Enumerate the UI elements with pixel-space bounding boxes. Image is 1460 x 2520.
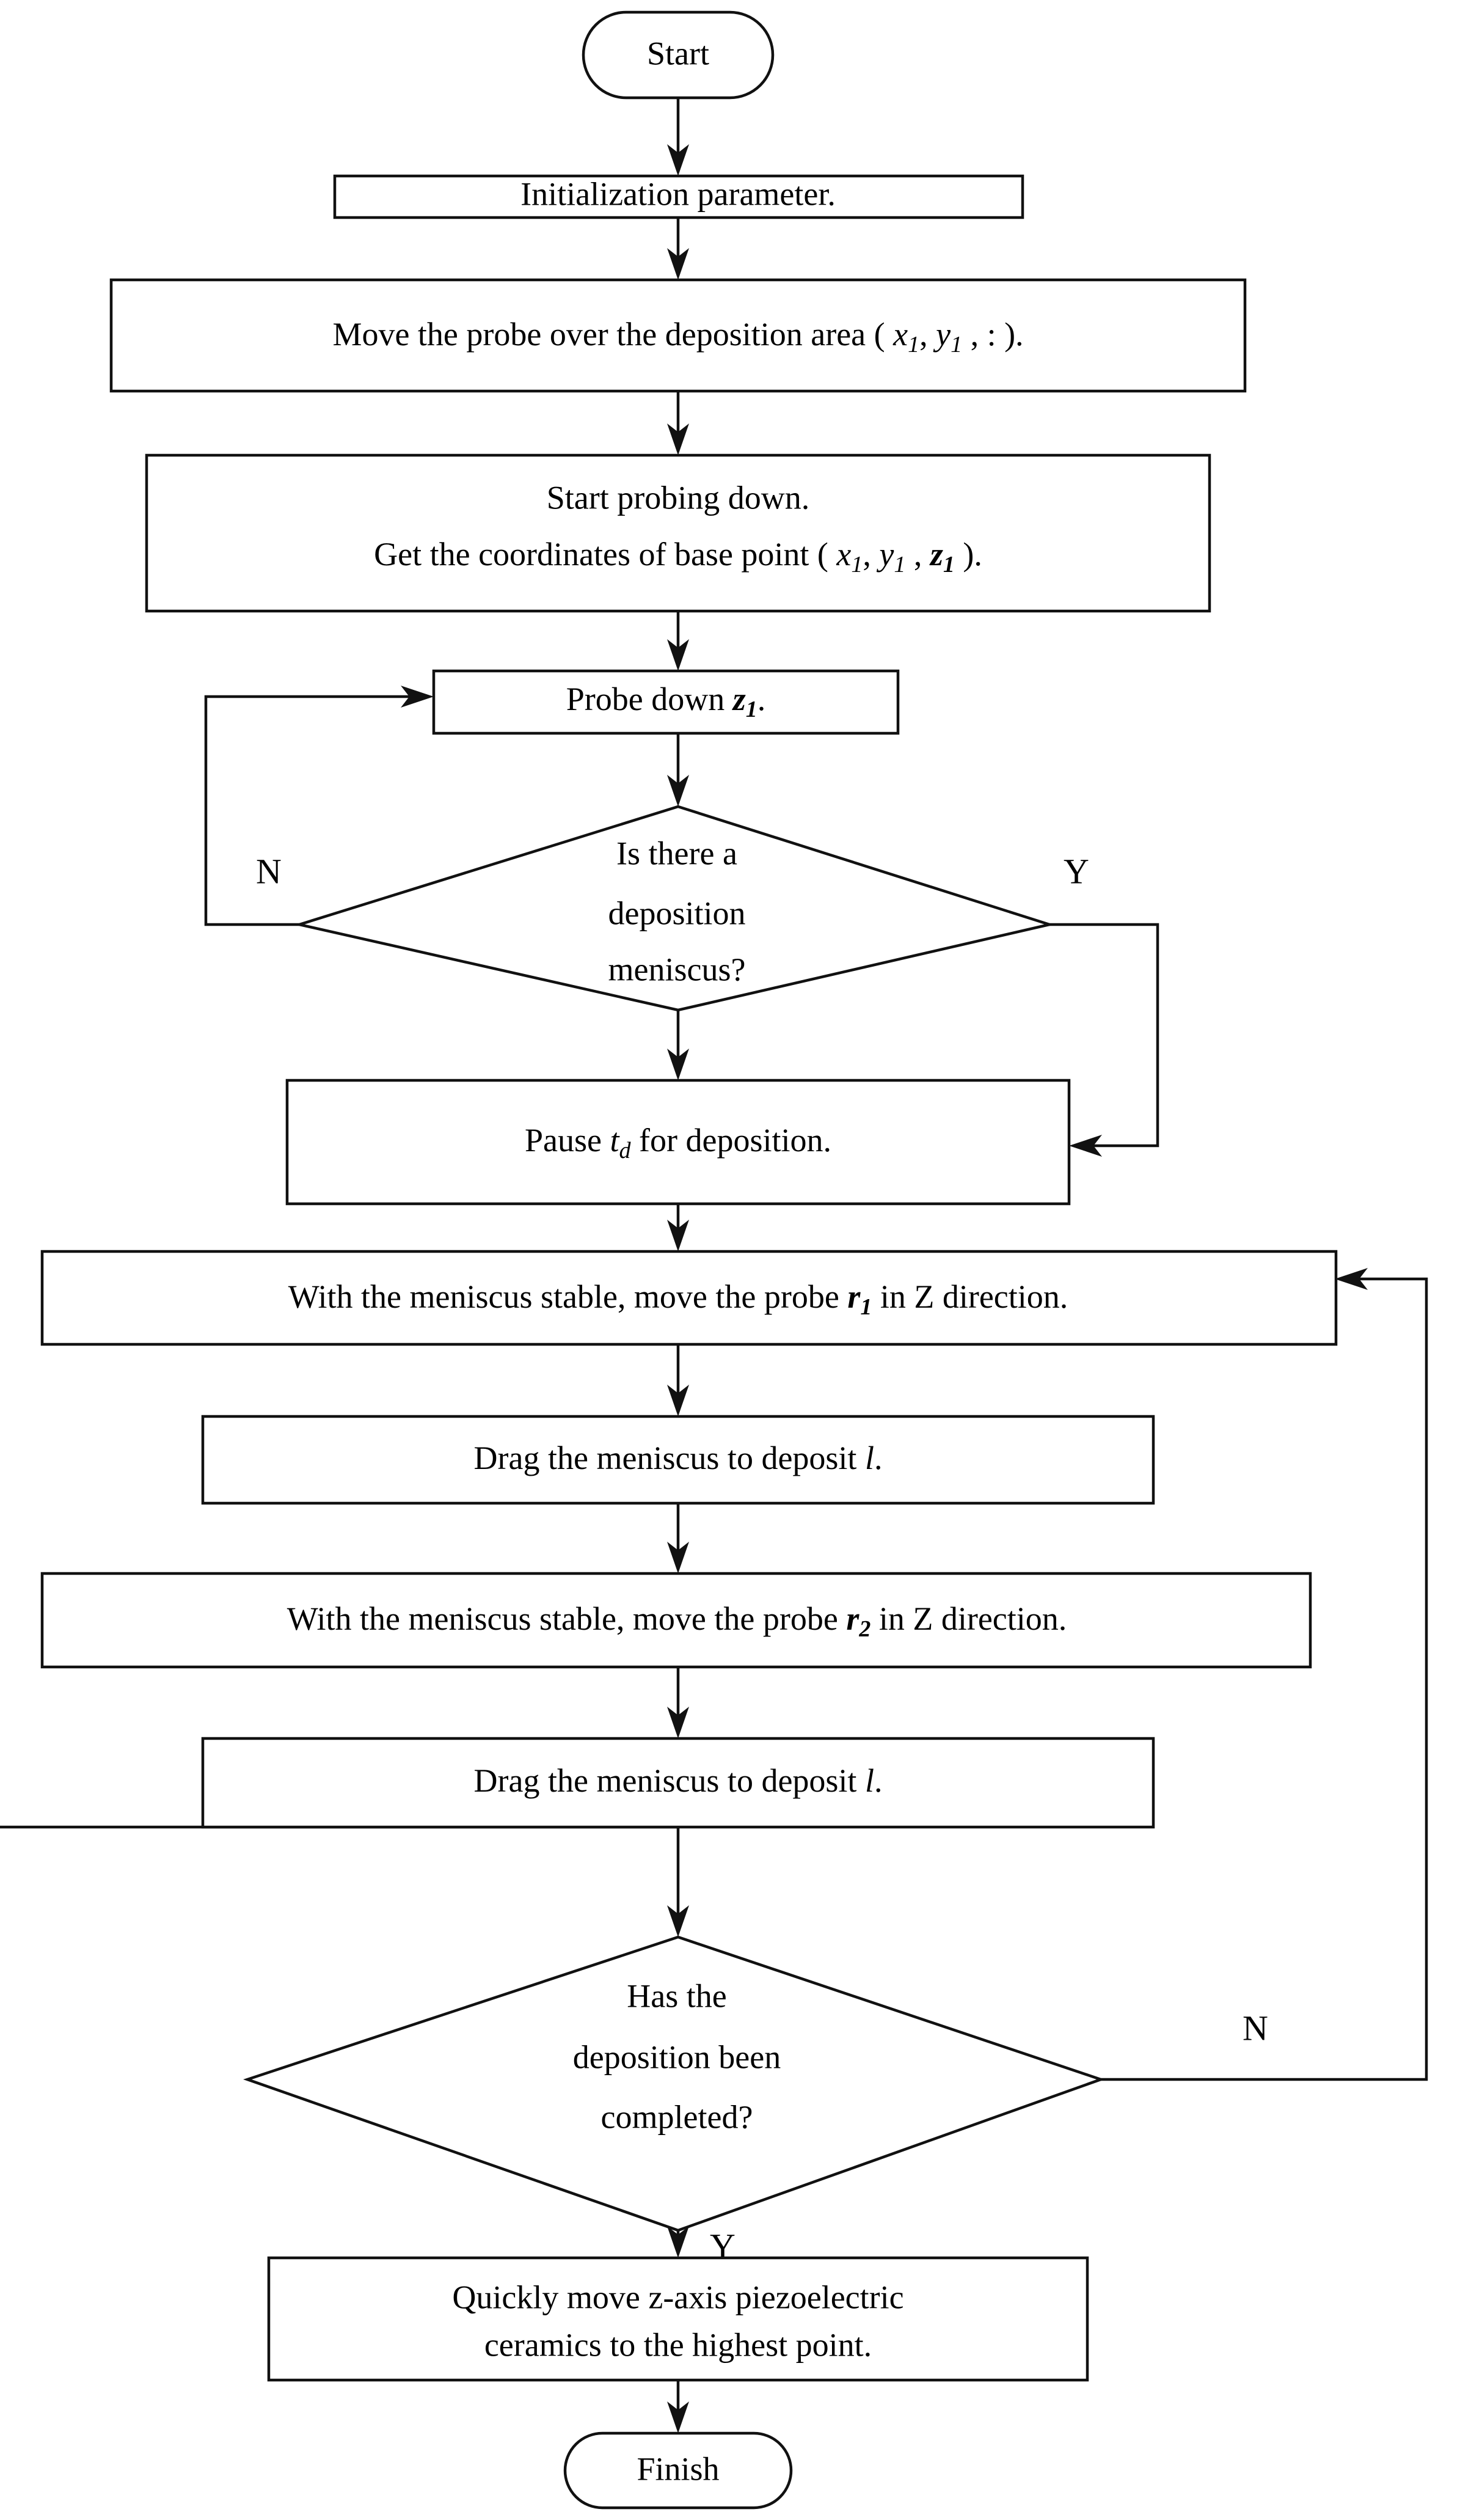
- edge-decision-meniscus-yes-loop: [1049, 923, 1159, 1157]
- decision-complete-shape: [243, 1935, 1105, 2232]
- pause-label: Pause td for deposition.: [525, 1122, 831, 1163]
- edge-move-r1-to-drag-1: [667, 1344, 689, 1416]
- edge-drag-2-to-decision-complete: [0, 1825, 689, 1937]
- edge-decision-meniscus-to-pause: [667, 1010, 689, 1080]
- move-probe-label: Move the probe over the deposition area …: [332, 316, 1023, 357]
- probe-down-process-shape: [432, 669, 900, 735]
- probing-process-shape: [145, 453, 1211, 613]
- start-terminator-shape: [582, 10, 775, 100]
- node-decision-complete[interactable]: Has the deposition been completed?: [243, 1935, 1105, 2232]
- node-probe-down[interactable]: Probe down z1.: [432, 669, 900, 735]
- init-process-shape: [333, 174, 1024, 219]
- edge-decision-complete-no-loop: [1101, 1268, 1428, 2081]
- edge-pause-to-move-r1: [667, 1204, 689, 1251]
- edge-move-probe-to-probing: [667, 391, 689, 455]
- decision-complete-line-1: Has the: [627, 1977, 726, 2014]
- node-start[interactable]: Start: [582, 10, 775, 100]
- node-move-r1[interactable]: With the meniscus stable, move the probe…: [40, 1250, 1338, 1346]
- decision-complete-line-3: completed?: [601, 2098, 753, 2135]
- move-probe-process-shape: [109, 278, 1247, 393]
- drag-1-process-shape: [201, 1415, 1155, 1505]
- edge-probe-down-to-decision-meniscus: [667, 733, 689, 807]
- probing-line-1: Start probing down.: [547, 479, 809, 516]
- edge-init-to-move-probe: [667, 217, 689, 280]
- drag-1-label: Drag the meniscus to deposit l.: [474, 1440, 883, 1476]
- branch-label-meniscus-yes: Y: [1064, 851, 1089, 891]
- node-move-r2[interactable]: With the meniscus stable, move the probe…: [40, 1572, 1312, 1669]
- retract-line-1: Quickly move z-axis piezoelectric: [452, 2279, 903, 2315]
- node-finish[interactable]: Finish: [563, 2431, 793, 2510]
- edge-start-to-init: [667, 98, 689, 176]
- edge-decision-complete-to-retract: [667, 2226, 689, 2258]
- finish-terminator-shape: [563, 2431, 793, 2510]
- edge-drag-1-to-move-r2: [667, 1503, 689, 1573]
- probe-down-label: Probe down z1.: [566, 681, 766, 722]
- edge-probing-to-probe-down: [667, 611, 689, 671]
- branch-label-meniscus-no: N: [256, 851, 282, 891]
- node-init[interactable]: Initialization parameter.: [333, 174, 1024, 219]
- finish-label: Finish: [637, 2450, 719, 2487]
- move-r2-label: With the meniscus stable, move the probe…: [287, 1600, 1067, 1641]
- node-retract[interactable]: Quickly move z-axis piezoelectric cerami…: [267, 2256, 1089, 2382]
- decision-meniscus-line-1: Is there a: [616, 835, 737, 871]
- node-drag-2[interactable]: Drag the meniscus to deposit l.: [201, 1737, 1155, 1829]
- decision-meniscus-shape: [294, 805, 1055, 1012]
- edge-decision-meniscus-no-loop: [204, 686, 434, 926]
- edge-retract-to-finish: [667, 2380, 689, 2433]
- move-r1-label: With the meniscus stable, move the probe…: [288, 1278, 1068, 1319]
- probing-line-2: Get the coordinates of base point ( x1, …: [374, 536, 982, 577]
- node-move-probe[interactable]: Move the probe over the deposition area …: [109, 278, 1247, 393]
- node-pause[interactable]: Pause td for deposition.: [285, 1079, 1071, 1206]
- move-r1-process-shape: [40, 1250, 1338, 1346]
- retract-line-2: ceramics to the highest point.: [484, 2326, 872, 2363]
- node-drag-1[interactable]: Drag the meniscus to deposit l.: [201, 1415, 1155, 1505]
- decision-meniscus-line-2: deposition: [608, 895, 746, 931]
- branch-label-complete-no: N: [1243, 2008, 1268, 2048]
- node-decision-meniscus[interactable]: Is there a deposition meniscus?: [294, 805, 1055, 1012]
- move-r2-process-shape: [40, 1572, 1312, 1669]
- drag-2-label: Drag the meniscus to deposit l.: [474, 1762, 883, 1799]
- node-probing[interactable]: Start probing down. Get the coordinates …: [145, 453, 1211, 613]
- retract-process-shape: [267, 2256, 1089, 2382]
- start-label: Start: [647, 35, 709, 71]
- pause-process-shape: [285, 1079, 1071, 1206]
- init-label: Initialization parameter.: [520, 175, 836, 212]
- decision-meniscus-line-3: meniscus?: [608, 951, 746, 987]
- decision-complete-line-2: deposition been: [573, 2038, 781, 2075]
- drag-2-process-shape: [201, 1737, 1155, 1829]
- edge-move-r2-to-drag-2: [667, 1667, 689, 1738]
